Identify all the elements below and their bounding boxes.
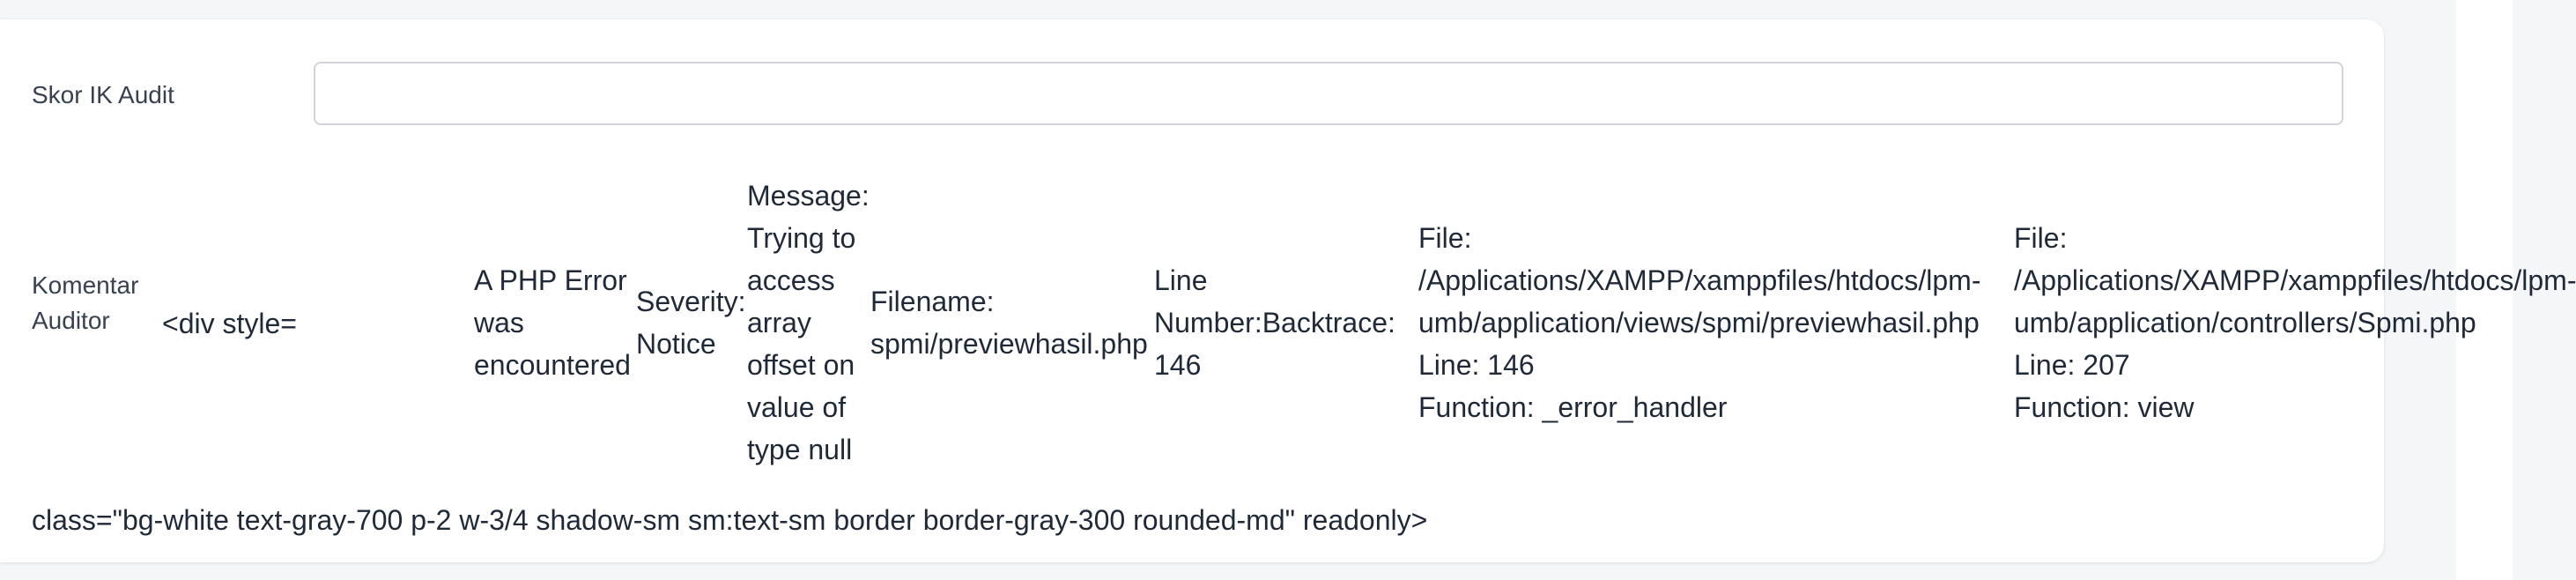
komentar-auditor-label: Komentar Auditor (32, 271, 139, 334)
php-error-line-number: Line Number:Backtrace: 146 (1154, 264, 1395, 381)
php-error-filename: Filename: spmi/previewhasil.php (870, 286, 1148, 360)
php-error-title: A PHP Error was encountered (474, 264, 631, 381)
php-error-severity: Severity: Notice (636, 286, 746, 360)
php-error-class-fragment: class="bg-white text-gray-700 p-2 w-3/4 … (32, 504, 1428, 536)
skor-ik-audit-input[interactable] (314, 62, 2343, 125)
php-error-backtrace-entry: File: /Applications/XAMPP/xamppfiles/htd… (2014, 222, 2576, 423)
php-error-div-fragment: <div style= (162, 308, 297, 339)
audit-form-card: Skor IK Audit Komentar Auditor <div styl… (0, 19, 2576, 562)
php-error-message: Message: Trying to access array offset o… (747, 180, 870, 465)
page-edge-strip (2456, 0, 2513, 580)
skor-ik-audit-label: Skor IK Audit (32, 81, 174, 108)
php-error-backtrace-entry: File: /Applications/XAMPP/xamppfiles/htd… (1418, 222, 1981, 423)
